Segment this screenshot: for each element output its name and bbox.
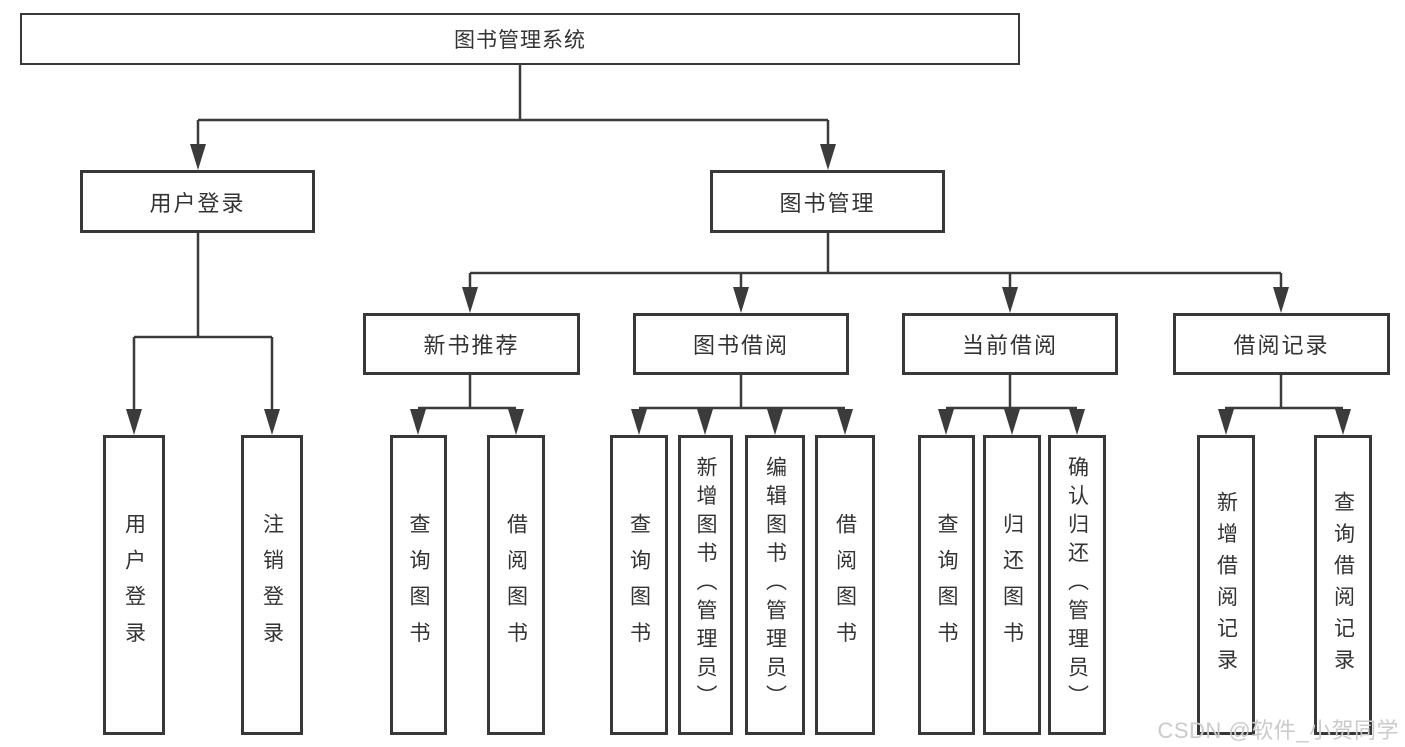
arrowheads bbox=[126, 144, 1351, 435]
leaf-label: 查询图书 bbox=[935, 512, 958, 658]
leaf-label: 归还图书 bbox=[1000, 512, 1024, 658]
leaf-label: 确认归还（管理员） bbox=[1065, 456, 1089, 714]
leaf-label: 编辑图书（管理员） bbox=[763, 456, 787, 714]
leaf-confirm-return-admin: 确认归还（管理员） bbox=[1048, 435, 1106, 735]
node-user-login: 用户登录 bbox=[80, 170, 315, 233]
leaf-label: 查询图书 bbox=[627, 512, 651, 658]
leaf-label: 新增图书（管理员） bbox=[694, 456, 717, 714]
node-borrowing-records: 借阅记录 bbox=[1173, 313, 1390, 375]
leaf-query-books-borrowing: 查询图书 bbox=[610, 435, 668, 735]
leaf-user-login: 用户登录 bbox=[103, 435, 165, 735]
leaf-label: 用户登录 bbox=[122, 512, 146, 658]
leaf-logout: 注销登录 bbox=[241, 435, 303, 735]
node-library-management-system: 图书管理系统 bbox=[20, 13, 1020, 65]
leaf-label: 新增借阅记录 bbox=[1214, 490, 1238, 680]
watermark: CSDN @软件_小贺同学 bbox=[1157, 718, 1399, 743]
leaf-label: 借阅图书 bbox=[504, 512, 528, 658]
leaf-borrow-books-borrowing: 借阅图书 bbox=[815, 435, 875, 735]
leaf-label: 注销登录 bbox=[260, 512, 284, 658]
leaf-return-books: 归还图书 bbox=[983, 435, 1041, 735]
leaf-label: 查询借阅记录 bbox=[1331, 490, 1355, 680]
leaf-label: 借阅图书 bbox=[833, 512, 857, 658]
leaf-add-borrow-record: 新增借阅记录 bbox=[1197, 435, 1255, 735]
node-book-management: 图书管理 bbox=[710, 170, 945, 233]
leaf-query-books-current: 查询图书 bbox=[918, 435, 975, 735]
leaf-query-borrow-record: 查询借阅记录 bbox=[1314, 435, 1372, 735]
leaf-add-book-admin: 新增图书（管理员） bbox=[678, 435, 733, 735]
leaf-edit-book-admin: 编辑图书（管理员） bbox=[745, 435, 805, 735]
node-book-borrowing: 图书借阅 bbox=[633, 313, 849, 375]
leaf-borrow-books-recommend: 借阅图书 bbox=[487, 435, 545, 735]
node-current-borrowing: 当前借阅 bbox=[902, 313, 1118, 375]
leaf-label: 查询图书 bbox=[407, 512, 430, 658]
leaf-query-books-recommend: 查询图书 bbox=[390, 435, 447, 735]
node-new-book-recommendation: 新书推荐 bbox=[363, 313, 580, 375]
